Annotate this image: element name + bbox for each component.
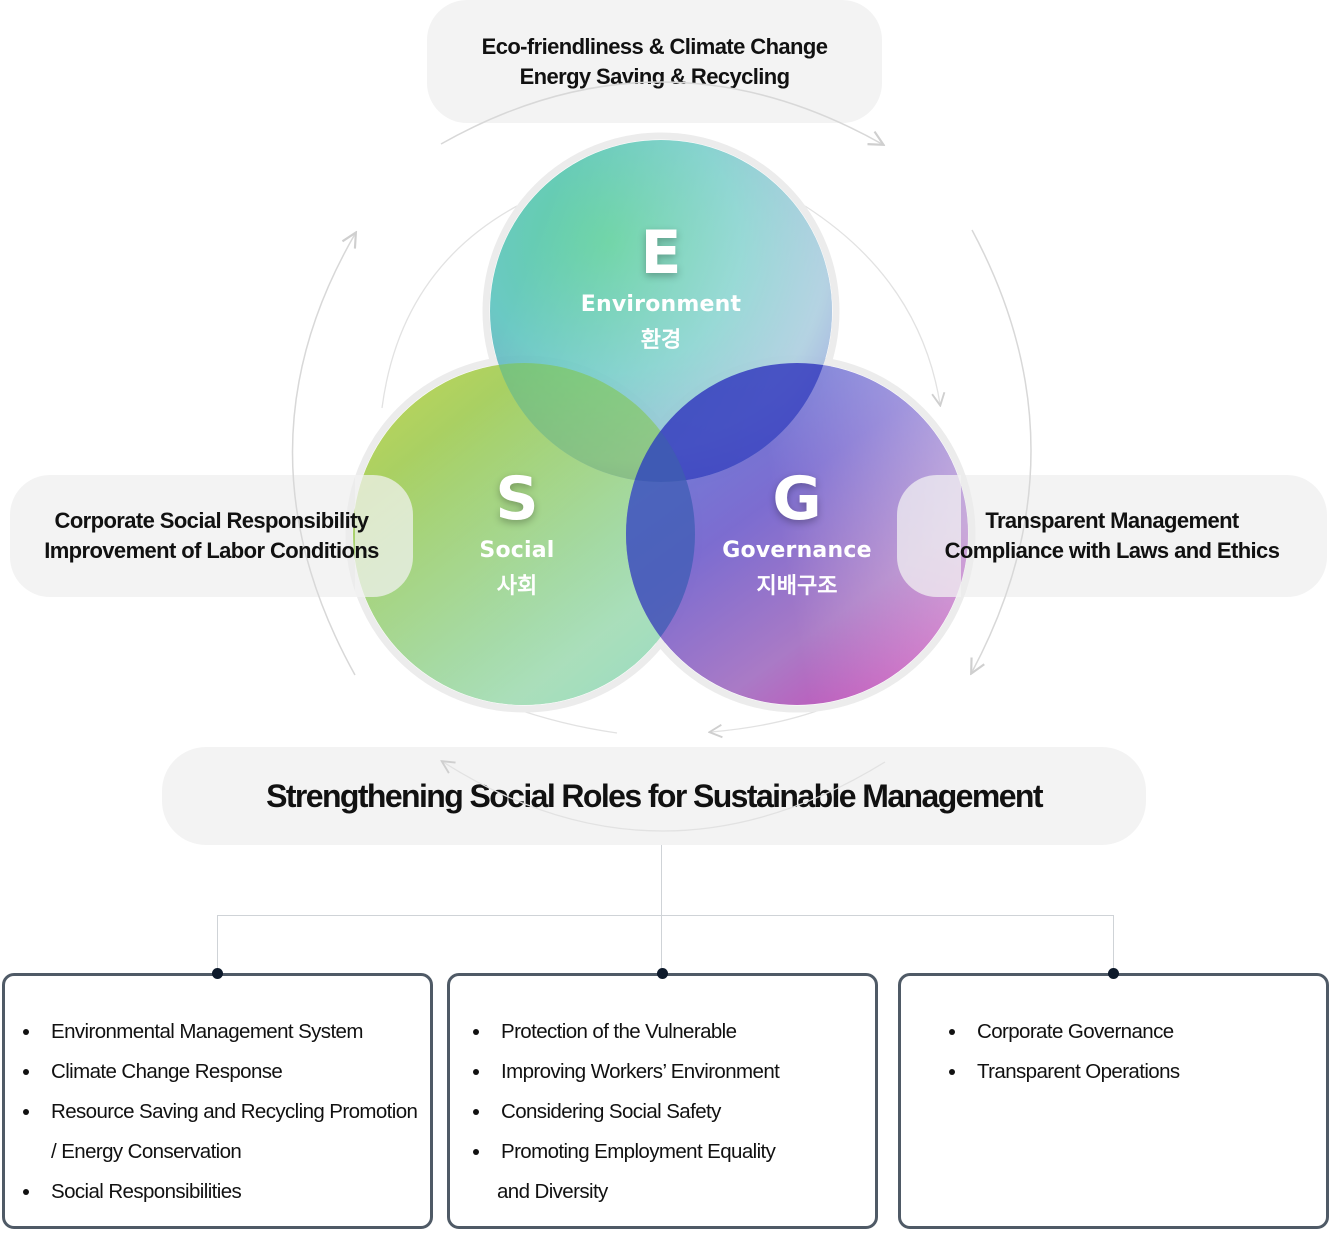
environment-theme-box: Eco-friendliness & Climate Change Energy… <box>427 0 882 123</box>
connector-right-drop <box>1113 915 1114 973</box>
governance-label: G Governance 지배구조 <box>697 468 897 600</box>
governance-theme-line-1: Transparent Management <box>985 508 1239 533</box>
inner-arrow-right <box>804 205 940 404</box>
connector-dot-environment <box>212 968 223 979</box>
list-item: Environmental Management System <box>21 1012 417 1052</box>
social-label: S Social 사회 <box>424 468 610 600</box>
cycle-arrow-right <box>972 229 1032 672</box>
social-box-overlay <box>355 475 413 597</box>
bullet-icon <box>949 1029 955 1035</box>
inner-arrow-title <box>443 762 886 832</box>
environment-theme-line-2: Energy Saving & Recycling <box>519 63 790 89</box>
bullet-icon <box>23 1109 29 1115</box>
governance-name-en: Governance <box>722 538 872 563</box>
main-title: Strengthening Social Roles for Sustainab… <box>266 778 1043 814</box>
bullet-icon <box>23 1029 29 1035</box>
list-item: Climate Change Response <box>21 1052 417 1092</box>
list-item-text: Climate Change Response <box>51 1060 283 1083</box>
overlap-environment-governance <box>626 363 832 482</box>
inner-arrow-left <box>381 205 518 409</box>
environment-label: E Environment 환경 <box>561 222 761 354</box>
list-item-text: Resource Saving and Recycling Promotion <box>51 1100 418 1123</box>
list-item: Social Responsibilities <box>21 1172 417 1212</box>
social-letter: S <box>495 464 539 534</box>
list-item: Considering Social Safety <box>471 1092 779 1132</box>
outer-cycle-arrows <box>291 81 1032 676</box>
governance-letter: G <box>772 464 822 534</box>
list-item-text: Improving Workers’ Environment <box>501 1060 780 1083</box>
list-item-text: Protection of the Vulnerable <box>501 1020 737 1043</box>
bullet-icon <box>949 1069 955 1075</box>
list-item-text: Environmental Management System <box>51 1020 363 1043</box>
list-item: Corporate Governance <box>947 1012 1180 1052</box>
esg-venn-diagram <box>291 81 1032 832</box>
connector-trunk <box>661 845 662 973</box>
cycle-arrow-left <box>291 234 356 676</box>
bullet-icon <box>23 1189 29 1195</box>
social-name-en: Social <box>479 538 555 563</box>
list-item-continuation: / Energy Conservation <box>21 1132 417 1172</box>
governance-box-overlay <box>897 475 961 597</box>
list-item: Transparent Operations <box>947 1052 1180 1092</box>
environment-theme-line-1: Eco-friendliness & Climate Change <box>481 33 828 59</box>
bullet-icon <box>23 1069 29 1075</box>
governance-name-ko: 지배구조 <box>756 574 838 599</box>
list-item-text: Corporate Governance <box>977 1020 1174 1043</box>
bullet-icon <box>473 1069 479 1075</box>
list-item-text: / Energy Conservation <box>51 1140 242 1163</box>
list-item-text: and Diversity <box>497 1180 608 1203</box>
social-theme-line-2: Improvement of Labor Conditions <box>44 538 379 563</box>
main-title-box: Strengthening Social Roles for Sustainab… <box>162 747 1146 845</box>
social-name-ko: 사회 <box>496 574 538 599</box>
connector-left-drop <box>217 915 218 973</box>
social-theme-line-1: Corporate Social Responsibility <box>54 508 370 533</box>
overlap-environment-social <box>490 363 695 482</box>
environment-name-en: Environment <box>580 292 742 317</box>
list-item-text: Social Responsibilities <box>51 1180 242 1203</box>
list-item: Protection of the Vulnerable <box>471 1012 779 1052</box>
list-item-text: Considering Social Safety <box>501 1100 721 1123</box>
connector-dot-governance <box>1108 968 1119 979</box>
cycle-arrow-top <box>440 81 882 144</box>
connector-dot-social <box>657 968 668 979</box>
bullet-icon <box>473 1109 479 1115</box>
inner-cycle-arrows <box>381 205 940 832</box>
bullet-icon <box>473 1029 479 1035</box>
social-theme-text: Corporate Social Responsibility Improvem… <box>10 475 413 597</box>
list-item-text: Promoting Employment Equality <box>501 1140 776 1163</box>
environment-letter: E <box>640 218 682 288</box>
list-item: Promoting Employment Equality <box>471 1132 779 1172</box>
governance-theme-line-2: Compliance with Laws and Ethics <box>944 538 1280 563</box>
list-item: Improving Workers’ Environment <box>471 1052 780 1092</box>
list-item: Resource Saving and Recycling Promotion <box>21 1092 418 1132</box>
list-item-text: Transparent Operations <box>977 1060 1180 1083</box>
environment-name-ko: 환경 <box>640 328 682 353</box>
bullet-icon <box>473 1149 479 1155</box>
governance-theme-text: Transparent Management Compliance with L… <box>897 475 1327 597</box>
connector-horizontal <box>217 915 1114 916</box>
list-item-continuation: and Diversity <box>471 1172 779 1212</box>
